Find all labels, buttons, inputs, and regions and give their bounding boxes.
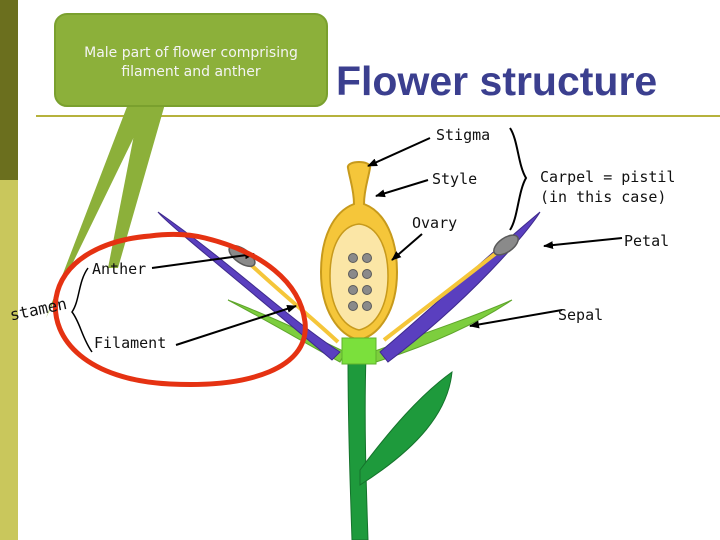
label-sepal: Sepal — [558, 306, 604, 324]
stem — [347, 354, 369, 540]
ovule — [348, 285, 358, 295]
label-carpel-line2: (in this case) — [540, 188, 667, 206]
label-ovary: Ovary — [412, 214, 458, 232]
page-title: Flower structure — [336, 58, 658, 104]
ovule — [362, 301, 372, 311]
callout-text: Male part of flower comprising filament … — [84, 45, 298, 80]
ovule — [362, 285, 372, 295]
ovary-cavity — [329, 223, 389, 331]
ovules — [348, 253, 372, 311]
petal-right — [379, 211, 541, 363]
ovule — [348, 253, 358, 263]
label-carpel-line1: Carpel = pistil — [540, 168, 676, 186]
stamen-highlight-circle — [52, 231, 308, 387]
sidebar-accent-dark — [0, 0, 18, 180]
carpel-bracket — [509, 127, 528, 231]
sidebar-accent-light — [0, 180, 18, 540]
petal-left — [157, 211, 341, 361]
filament-left — [246, 260, 340, 344]
label-petal: Petal — [624, 232, 670, 250]
arrow-petal — [543, 237, 623, 250]
ovule — [348, 301, 358, 311]
arrow-filament — [175, 304, 297, 346]
label-anther: Anther — [92, 260, 147, 278]
label-stigma: Stigma — [436, 126, 491, 144]
label-filament: Filament — [94, 334, 167, 352]
pointer-arrows — [151, 137, 623, 346]
arrow-anther — [151, 251, 255, 269]
arrow-sepal — [469, 309, 563, 329]
leaf — [359, 370, 453, 486]
arrow-ovary — [391, 233, 423, 261]
ovule — [362, 269, 372, 279]
arrow-stigma — [367, 137, 431, 167]
stamen-bracket — [71, 267, 93, 353]
arrow-style — [375, 179, 429, 198]
title-rule — [36, 115, 720, 117]
anther-right — [493, 234, 519, 256]
ovule — [348, 269, 358, 279]
receptacle — [341, 337, 377, 365]
label-style: Style — [432, 170, 478, 188]
ovule — [362, 253, 372, 263]
filament-right — [382, 248, 502, 342]
